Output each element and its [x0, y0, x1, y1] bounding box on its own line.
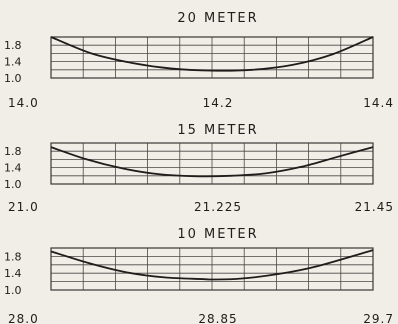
x-tick-label: 28.0 — [8, 312, 39, 324]
plot-frame — [50, 247, 374, 291]
chart-panel: 10 METER 1.8 1.4 1.0 28.0 28.85 29.7 — [4, 227, 394, 324]
plot-frame — [50, 142, 374, 185]
x-tick-label: 21.0 — [8, 200, 39, 214]
x-tick-label: 14.2 — [203, 96, 234, 110]
y-tick-label: 1.8 — [4, 39, 22, 52]
y-tick-label: 1.4 — [4, 267, 22, 280]
swr-curve — [50, 36, 374, 72]
swr-curve — [50, 146, 374, 178]
chart-panel: 20 METER 1.8 1.4 1.0 14.0 14.2 14.4 — [4, 11, 394, 110]
chart-title: 20 METER — [177, 11, 258, 26]
chart-title: 10 METER — [177, 227, 258, 242]
chart-title: 15 METER — [177, 123, 258, 138]
x-tick-label: 21.45 — [355, 200, 394, 214]
x-tick-label: 14.0 — [8, 96, 39, 110]
chart-panel: 15 METER 1.8 1.4 1.0 21.0 21.225 21.45 — [4, 123, 394, 214]
x-tick-label: 28.85 — [198, 312, 237, 324]
y-tick-label: 1.0 — [4, 178, 22, 191]
y-tick-label: 1.0 — [4, 284, 22, 297]
plot-frame — [50, 36, 374, 79]
y-tick-label: 1.4 — [4, 56, 22, 69]
swr-curve — [50, 249, 374, 281]
x-tick-label: 29.7 — [363, 312, 394, 324]
x-tick-label: 21.225 — [194, 200, 242, 214]
y-tick-label: 1.8 — [4, 145, 22, 158]
y-tick-label: 1.0 — [4, 72, 22, 85]
y-tick-label: 1.8 — [4, 250, 22, 263]
y-tick-label: 1.4 — [4, 162, 22, 175]
x-tick-label: 14.4 — [363, 96, 394, 110]
